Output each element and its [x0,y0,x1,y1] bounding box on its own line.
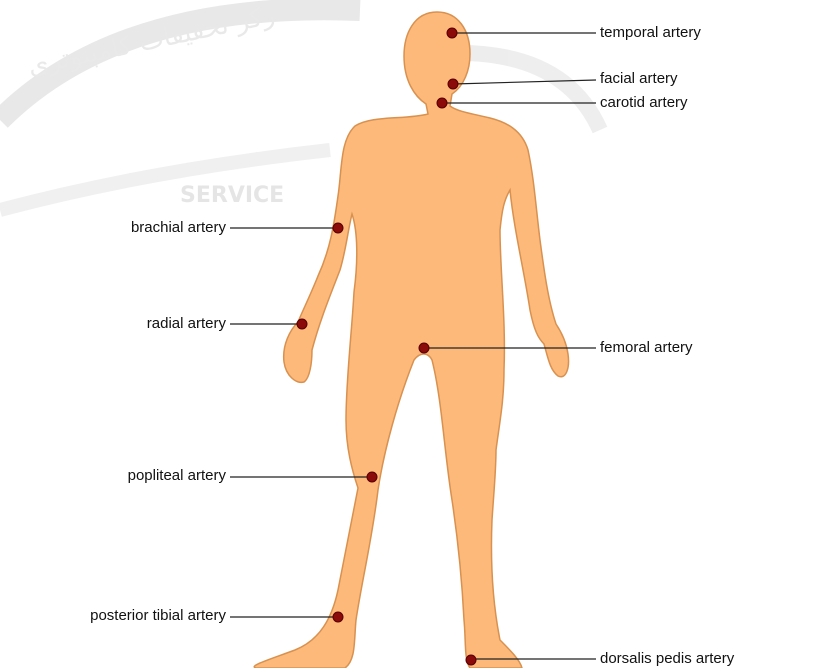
label-brachial-artery: brachial artery [131,219,226,237]
label-femoral-artery: femoral artery [600,339,693,357]
pulse-point-carotid [437,98,447,108]
pulse-point-radial [297,319,307,329]
human-body-figure [254,12,568,668]
pulse-point-femoral [419,343,429,353]
pulse-point-temporal [447,28,457,38]
label-radial-artery: radial artery [147,315,226,333]
body-silhouette [254,12,568,668]
pulse-point-facial [448,79,458,89]
label-facial-artery: facial artery [600,70,678,88]
label-dorsalis-pedis-artery: dorsalis pedis artery [600,650,734,668]
pulse-point-brachial [333,223,343,233]
watermark-service: SERVICE [180,183,284,208]
pulse-point-posterior-tibial [333,612,343,622]
label-temporal-artery: temporal artery [600,24,701,42]
pulse-point-dorsalis-pedis [466,655,476,665]
label-posterior-tibial-artery: posterior tibial artery [90,607,226,625]
label-popliteal-artery: popliteal artery [128,467,226,485]
label-carotid-artery: carotid artery [600,94,688,112]
pulse-point-popliteal [367,472,377,482]
watermark-arabic: رکز تحقیقات کامپیوتری [25,0,277,82]
